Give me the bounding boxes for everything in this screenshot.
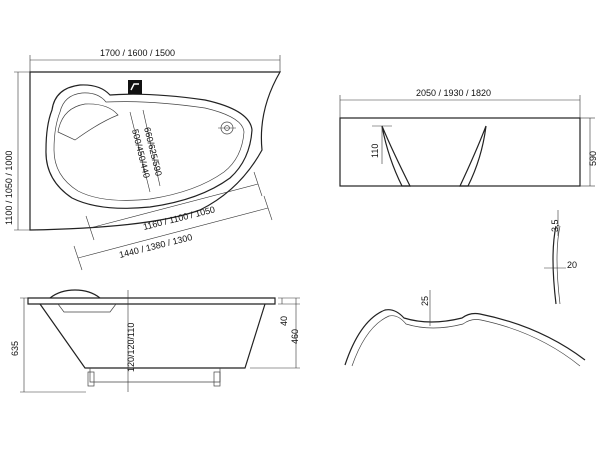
leg-label: 120/120/110 xyxy=(126,323,136,372)
front-view: 635 120/120/110 40 460 xyxy=(10,289,300,393)
tub-body xyxy=(39,303,266,369)
cutout-label: 110 xyxy=(370,144,380,158)
panel-section: 25 xyxy=(344,290,586,367)
top-depth-label: 1100 / 1050 / 1000 xyxy=(4,151,14,225)
profile-curve xyxy=(552,225,557,305)
panel-cutout-right xyxy=(459,125,487,187)
front-headrest xyxy=(49,289,101,299)
panel-height-label: 590 xyxy=(588,151,598,166)
section-gap-label: 25 xyxy=(420,296,430,306)
top-width-label: 1700 / 1600 / 1500 xyxy=(100,48,175,58)
panel-view: 2050 / 1930 / 1820 110 590 xyxy=(339,88,598,187)
inner-long-label: 1160 / 1100 / 1050 xyxy=(142,204,216,232)
top-view: 1700 / 1600 / 1500 1100 / 1050 / 1000 66… xyxy=(4,48,282,271)
rim-label: 40 xyxy=(279,316,289,326)
profile-view: 3,5 20 xyxy=(544,210,577,305)
tub-rim xyxy=(27,297,276,305)
tub-height-label: 460 xyxy=(290,329,300,344)
basin-inner xyxy=(53,92,245,201)
section-curve-outer xyxy=(344,309,586,366)
headrest xyxy=(57,103,119,141)
panel-length-label: 2050 / 1930 / 1820 xyxy=(416,88,491,98)
faucet-icon xyxy=(128,80,142,94)
profile-top-label: 3,5 xyxy=(550,219,560,232)
profile-depth-label: 20 xyxy=(567,260,577,270)
basin-outer xyxy=(45,84,253,209)
outer-long-label: 1440 / 1380 / 1300 xyxy=(118,232,193,260)
panel-cutout-left xyxy=(381,125,411,187)
front-height-label: 635 xyxy=(10,341,20,356)
tub-outline xyxy=(29,71,282,231)
